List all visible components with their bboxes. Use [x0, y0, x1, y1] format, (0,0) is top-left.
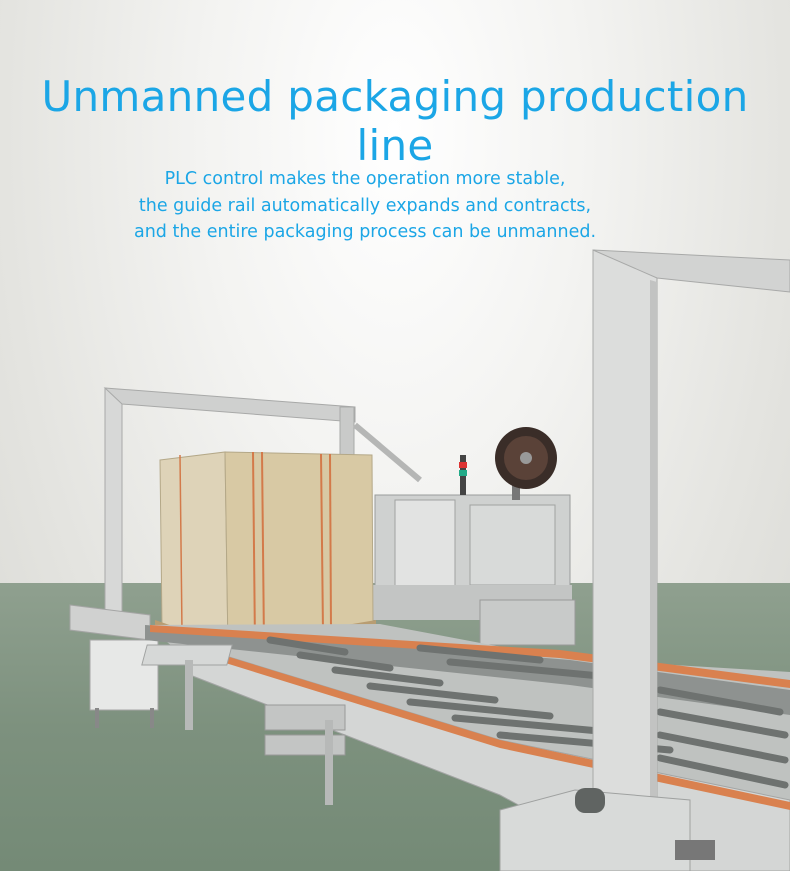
description-line: PLC control makes the operation more sta…	[164, 169, 566, 189]
page-title: Unmanned packaging production line	[41, 72, 749, 170]
signal-light-tower	[459, 455, 467, 495]
description-line: and the entire packaging process can be …	[133, 222, 597, 242]
roller-conveyor	[141, 624, 790, 871]
strapping-machine	[372, 494, 576, 646]
description: PLC control makes the operation more sta…	[0, 166, 730, 246]
rear-arch-frame	[103, 387, 422, 631]
front-arch-frame	[592, 249, 790, 871]
description-line: the guide rail automatically expands and…	[138, 195, 592, 216]
left-control-cabinet	[69, 604, 159, 728]
strap-coil	[495, 427, 557, 500]
front-base-unit	[499, 788, 715, 871]
